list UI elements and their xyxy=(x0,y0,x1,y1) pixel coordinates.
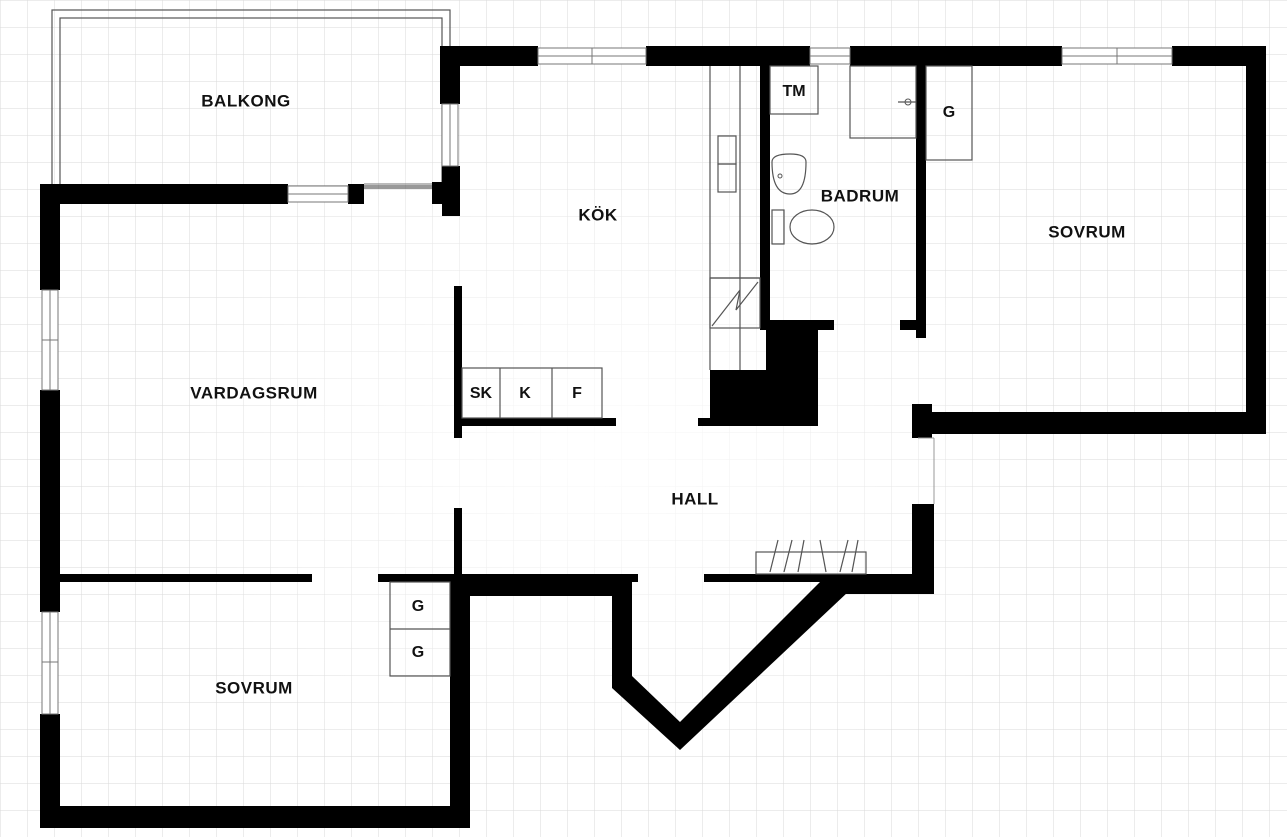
badrum-label: BADRUM xyxy=(821,186,900,205)
f-label: F xyxy=(572,385,582,402)
balkong-label: BALKONG xyxy=(201,91,290,110)
g-upper-label: G xyxy=(412,598,424,615)
windows xyxy=(41,47,1173,715)
sovrum-left-label: SOVRUM xyxy=(215,678,293,697)
g-lower-label: G xyxy=(412,644,424,661)
hall-shelf xyxy=(755,539,867,575)
kok-label: KÖK xyxy=(578,205,618,224)
g-badrum-label: G xyxy=(943,104,955,121)
kitchen-counter xyxy=(709,66,761,370)
sk-label: SK xyxy=(470,385,493,402)
appliance-row xyxy=(461,367,603,419)
walls xyxy=(40,46,1266,828)
center-highlight xyxy=(200,150,1000,750)
hall-label: HALL xyxy=(671,489,718,508)
vardagsrum-label: VARDAGSRUM xyxy=(190,383,317,402)
sovrum-right-label: SOVRUM xyxy=(1048,222,1126,241)
tm-label: TM xyxy=(782,83,805,100)
bathroom-fixtures xyxy=(769,65,917,245)
wardrobe-right xyxy=(925,65,973,161)
k-label: K xyxy=(519,385,531,402)
wardrobe-left xyxy=(389,581,451,677)
